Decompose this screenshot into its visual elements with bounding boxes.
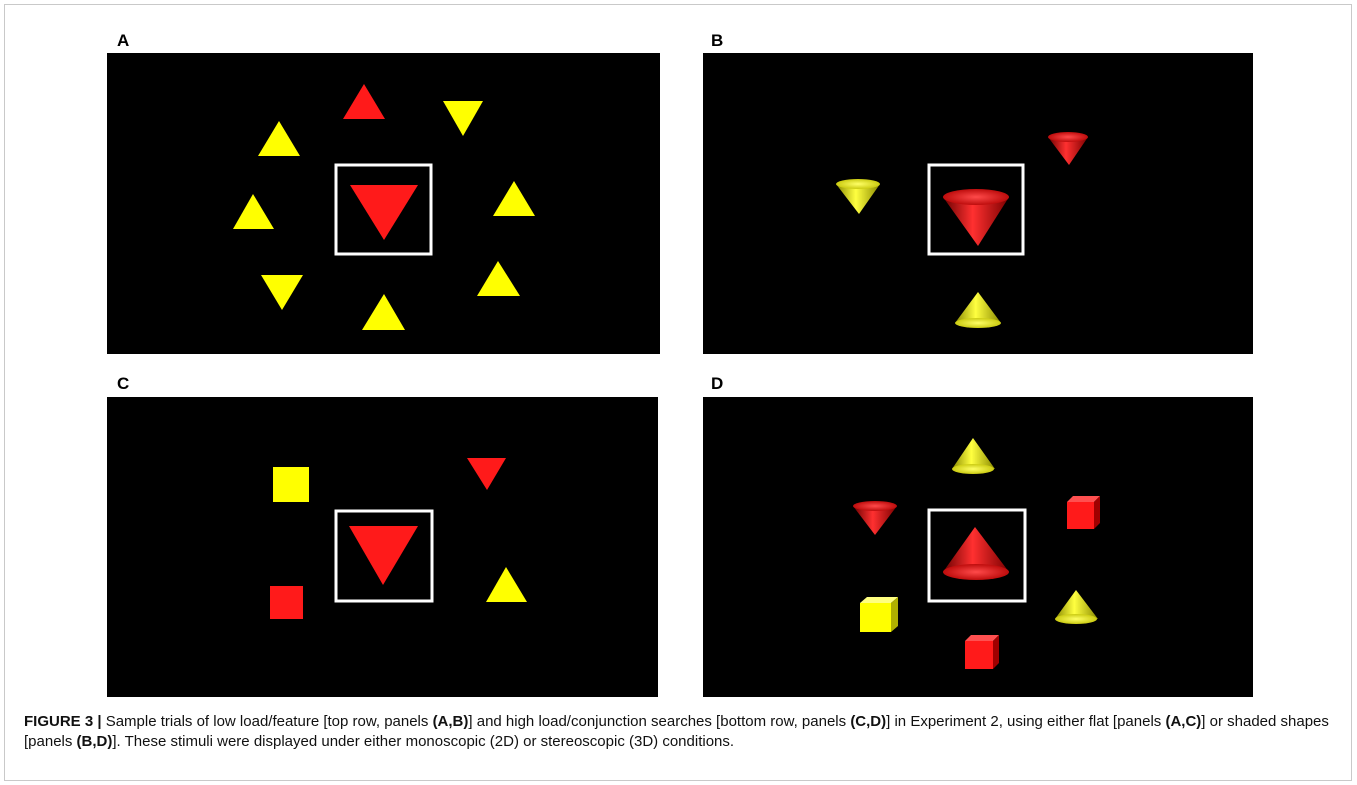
- caption-text: Sample trials of low load/feature [top r…: [101, 713, 433, 730]
- yellow-cone: [955, 292, 1001, 328]
- target-red-inverted-triangle: [349, 526, 418, 585]
- yellow-triangle: [233, 194, 274, 229]
- panel-d: [703, 397, 1253, 697]
- caption-figure-label: FIGURE 3 |: [24, 713, 102, 730]
- red-cube: [1067, 496, 1100, 529]
- red-inverted-cone: [1048, 132, 1088, 165]
- figure-caption: FIGURE 3 | Sample trials of low load/fea…: [24, 712, 1334, 752]
- yellow-inverted-cone: [836, 179, 880, 214]
- panel-b-stimulus: [836, 132, 1088, 328]
- yellow-triangle: [486, 567, 527, 602]
- caption-panel-ref: (C,D): [850, 713, 887, 730]
- yellow-triangle: [477, 261, 520, 296]
- panel-c: [107, 397, 658, 697]
- target-red-cone: [943, 527, 1009, 580]
- yellow-inverted-triangle: [261, 275, 303, 310]
- caption-text: ] in Experiment 2, using either flat [pa…: [886, 713, 1166, 730]
- yellow-cone: [952, 438, 995, 474]
- yellow-triangle: [493, 181, 535, 216]
- caption-panel-ref: (B,D): [76, 733, 113, 750]
- panel-label-c: C: [117, 374, 130, 393]
- red-inverted-triangle: [467, 458, 506, 490]
- panel-label-a: A: [117, 31, 130, 50]
- target-box: [334, 509, 434, 603]
- yellow-triangle: [362, 294, 405, 330]
- panel-a: [107, 53, 660, 354]
- target-box: [927, 163, 1025, 256]
- yellow-triangle: [258, 121, 300, 156]
- red-square: [270, 586, 303, 619]
- red-inverted-cone: [853, 501, 897, 535]
- panel-d-stimulus: [853, 438, 1100, 669]
- yellow-inverted-triangle: [443, 101, 483, 136]
- yellow-square: [273, 467, 309, 502]
- yellow-cone: [1055, 590, 1098, 624]
- target-red-inverted-cone: [943, 189, 1009, 246]
- panel-a-stimulus: [233, 84, 535, 330]
- caption-text: ]. These stimuli were displayed under ei…: [112, 733, 735, 750]
- target-box: [334, 163, 433, 256]
- panel-c-stimulus: [270, 458, 527, 619]
- caption-panel-ref: (A,B): [432, 713, 469, 730]
- panel-label-b: B: [711, 31, 724, 50]
- caption-panel-ref: (A,C): [1165, 713, 1202, 730]
- panel-label-d: D: [711, 374, 724, 393]
- figure-frame: [4, 4, 1352, 781]
- red-cube: [965, 635, 999, 669]
- red-triangle: [343, 84, 385, 119]
- target-red-inverted-triangle: [350, 185, 418, 240]
- caption-text: ] or shaded shapes [panels: [24, 713, 1329, 750]
- target-box: [927, 508, 1027, 603]
- yellow-cube: [860, 597, 898, 632]
- panel-b: [703, 53, 1253, 354]
- caption-text: ] and high load/conjunction searches [bo…: [468, 713, 851, 730]
